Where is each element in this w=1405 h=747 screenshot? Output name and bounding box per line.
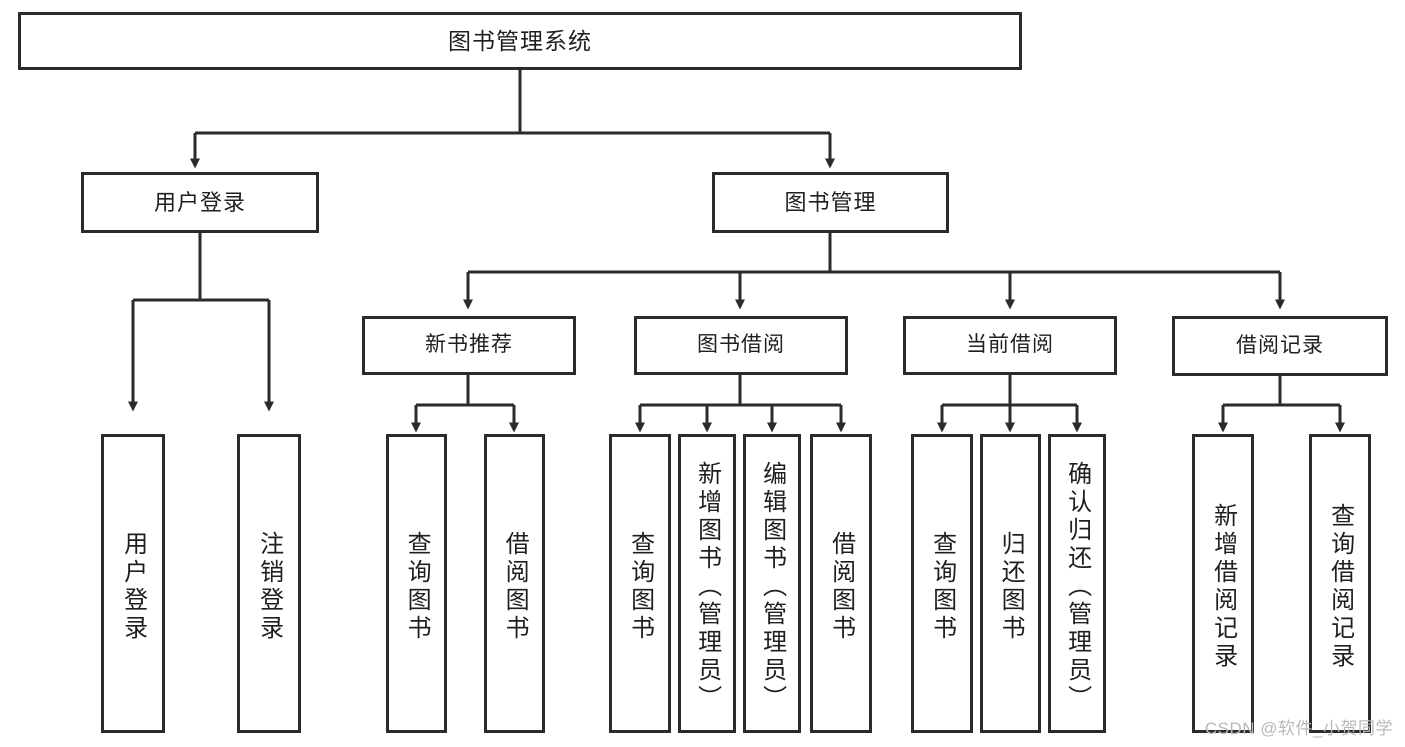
node-label: 借阅图书 bbox=[501, 530, 529, 643]
node-label: 确认归还（管理员） bbox=[1063, 460, 1091, 713]
node-borrow-records[interactable]: 借阅记录 bbox=[1172, 316, 1388, 376]
node-leaf-user-login[interactable]: 用户登录 bbox=[101, 434, 165, 733]
node-leaf-query-book-2[interactable]: 查询图书 bbox=[609, 434, 671, 733]
node-leaf-return-book[interactable]: 归还图书 bbox=[980, 434, 1041, 733]
node-label: 当前借阅 bbox=[966, 333, 1054, 357]
node-label: 查询图书 bbox=[626, 530, 654, 643]
watermark-text: CSDN @软件_小贺同学 bbox=[1204, 719, 1393, 738]
node-leaf-query-book-1[interactable]: 查询图书 bbox=[386, 434, 447, 733]
node-leaf-edit-book-admin[interactable]: 编辑图书（管理员） bbox=[743, 434, 801, 733]
node-label: 查询图书 bbox=[403, 530, 431, 643]
node-label: 图书管理系统 bbox=[448, 27, 592, 54]
node-current-borrow[interactable]: 当前借阅 bbox=[903, 316, 1117, 375]
node-leaf-add-borrow-record[interactable]: 新增借阅记录 bbox=[1192, 434, 1254, 733]
node-label: 新书推荐 bbox=[425, 333, 513, 357]
node-label: 用户登录 bbox=[119, 530, 147, 643]
node-root-system[interactable]: 图书管理系统 bbox=[18, 12, 1022, 70]
node-label: 查询借阅记录 bbox=[1326, 502, 1354, 671]
node-label: 编辑图书（管理员） bbox=[758, 460, 786, 713]
node-label: 新增图书（管理员） bbox=[693, 460, 721, 713]
node-leaf-borrow-book-1[interactable]: 借阅图书 bbox=[484, 434, 545, 733]
node-leaf-borrow-book-2[interactable]: 借阅图书 bbox=[810, 434, 872, 733]
node-book-management[interactable]: 图书管理 bbox=[712, 172, 949, 233]
node-label: 借阅记录 bbox=[1236, 333, 1324, 357]
node-label: 图书管理 bbox=[784, 189, 877, 215]
node-leaf-logout[interactable]: 注销登录 bbox=[237, 434, 301, 733]
node-leaf-add-book-admin[interactable]: 新增图书（管理员） bbox=[678, 434, 736, 733]
node-book-borrow[interactable]: 图书借阅 bbox=[634, 316, 848, 375]
node-label: 归还图书 bbox=[997, 530, 1025, 643]
node-new-book-recommend[interactable]: 新书推荐 bbox=[362, 316, 576, 375]
node-label: 用户登录 bbox=[153, 189, 246, 215]
node-leaf-confirm-return-admin[interactable]: 确认归还（管理员） bbox=[1048, 434, 1106, 733]
node-leaf-query-book-3[interactable]: 查询图书 bbox=[911, 434, 973, 733]
node-label: 借阅图书 bbox=[827, 530, 855, 643]
node-label: 新增借阅记录 bbox=[1209, 502, 1237, 671]
node-leaf-query-borrow-record[interactable]: 查询借阅记录 bbox=[1309, 434, 1371, 733]
node-label: 查询图书 bbox=[928, 530, 956, 643]
node-label: 图书借阅 bbox=[697, 333, 785, 357]
node-user-login[interactable]: 用户登录 bbox=[81, 172, 319, 233]
node-label: 注销登录 bbox=[255, 530, 283, 643]
